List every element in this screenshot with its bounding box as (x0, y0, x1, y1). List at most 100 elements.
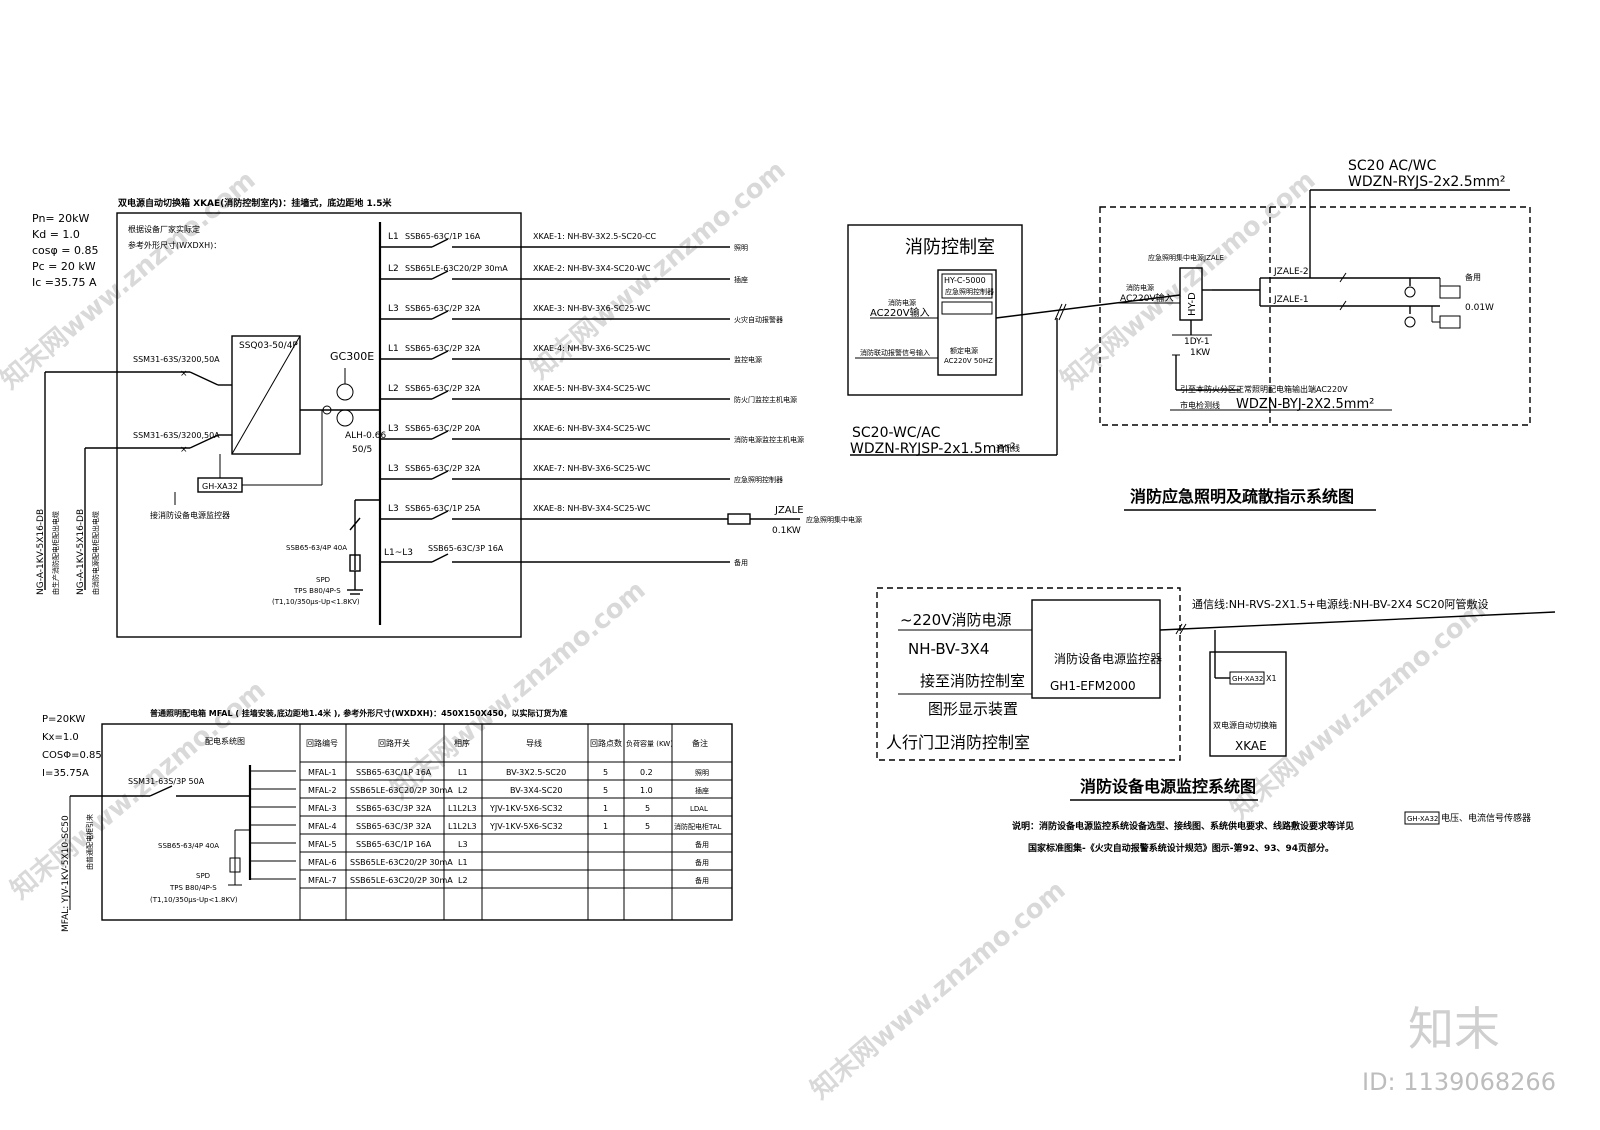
circuit-use: 消防电源监控主机电源 (734, 435, 804, 444)
watermark: 知末网www.znzmo.com (805, 875, 1071, 1105)
ct-ratio: 50/5 (352, 445, 372, 455)
left-cable-2: WDZN-RYJSP-2x1.5mm² (850, 441, 1016, 457)
linkage-label: 消防联动报警信号输入 (860, 348, 930, 357)
box-name: 双电源自动切换箱 (1213, 720, 1277, 730)
mfal-header: 导线 (526, 738, 542, 748)
bottom-cable-label: 市电检测线 (1180, 400, 1220, 410)
circuit-use: 应急照明集中电源 (806, 515, 862, 524)
table-cell: 5 (603, 768, 608, 777)
legend-tag-label: GH-XA32 (1407, 815, 1438, 823)
table-cell: MFAL-5 (308, 840, 337, 849)
circuit-phase: L1~L3 (384, 548, 413, 558)
watermark-logo: 知末 (1408, 1002, 1500, 1056)
mfal-feeder-note: 由普通配电柜引来 (85, 814, 94, 870)
table-cell: YJV-1KV-5X6-SC32 (489, 804, 563, 813)
circuit-breaker: SSB65-63C/1P 16A (405, 232, 481, 241)
table-cell: 消防配电柜TAL (674, 822, 722, 831)
jzale-label: JZALE (774, 505, 804, 516)
xkae-param: Pn= 20kW (32, 212, 89, 225)
mfal-table (101, 723, 733, 921)
circuit-phase: L3 (388, 304, 399, 314)
table-cell: 1 (603, 804, 608, 813)
table-cell: SSB65-63C/3P 32A (356, 804, 432, 813)
table-cell: SSB65-63C/3P 32A (356, 822, 432, 831)
mfal-spd-label: SPD (196, 872, 210, 880)
table-cell: 5 (645, 804, 650, 813)
dy-power: 1KW (1190, 348, 1210, 358)
table-cell: 备用 (695, 858, 709, 867)
jzale-title: 应急照明集中电源JZALE (1148, 253, 1224, 262)
monitor-note: 接消防设备电源监控器 (150, 510, 230, 520)
circuit-use: 监控电源 (734, 355, 762, 364)
mfal-param: Kx=1.0 (42, 732, 79, 743)
connect-label: 接至消防控制室 (920, 672, 1025, 690)
spd-spec: (T1,10/350μs-Up<1.8KV) (272, 598, 360, 606)
circuit-breaker: SSB65-63C/3P 16A (428, 544, 504, 553)
circuit-cable: XKAE-4: NH-BV-3X6-SC25-WC (533, 344, 651, 353)
circuit-cable: XKAE-5: NH-BV-3X4-SC25-WC (533, 384, 651, 393)
circuit-use: 应急照明控制器 (734, 475, 783, 484)
controller-rating-value: AC220V 50HZ (944, 357, 993, 365)
circuit-use: 插座 (734, 275, 748, 284)
feeder-left-1: NG-A-1KV-5X16-DB (36, 509, 46, 595)
xkae-param: Kd = 1.0 (32, 228, 80, 241)
xkae-diagram: 双电源自动切换箱 XKAE(消防控制室内)：挂墙式，底边距地 1.5米 根据设备… (32, 197, 862, 638)
table-cell: SSB65LE-63C20/2P 30mA (350, 876, 453, 885)
lighting-system: 消防控制室 HY-C-5000 应急照明控制器 额定电源 AC220V 50HZ… (847, 158, 1531, 511)
circuit-cable: XKAE-8: NH-BV-3X4-SC25-WC (533, 504, 651, 513)
mfal-feeder: MFAL: YJV-1KV-5X10-SC50 (61, 815, 71, 932)
control-room-label: 消防控制室 (905, 237, 995, 258)
table-cell: 插座 (695, 786, 709, 795)
circuit-phase: L3 (388, 424, 399, 434)
circuit-cable: XKAE-3: NH-BV-3X6-SC25-WC (533, 304, 651, 313)
circuit-cable: XKAE-7: NH-BV-3X6-SC25-WC (533, 464, 651, 473)
feeder-left-2-note: 由消防电源配电柜配出电缆 (91, 511, 100, 595)
gh-xa32-tag (1229, 671, 1265, 685)
controller-model: HY-C-5000 (944, 276, 986, 285)
lamp-icon (1404, 316, 1416, 328)
mfal-main-breaker: SSM31-63S/3P 50A (128, 777, 205, 786)
mfal-header: 备注 (692, 738, 708, 748)
controller-rating: 额定电源 (950, 346, 978, 355)
mfal-header: 回路开关 (378, 738, 410, 748)
jzale-area (1099, 206, 1531, 426)
mfal-rows: MFAL-1 SSB65-63C/1P 16A L1 BV-3X2.5-SC20… (308, 768, 722, 885)
table-cell: MFAL-2 (308, 786, 337, 795)
table-cell: L3 (458, 840, 468, 849)
xkae-note-2: 参考外形尺寸(WXDXH)： (128, 240, 221, 250)
jzale-power: 0.1KW (772, 526, 801, 536)
lamp-icon (1404, 286, 1416, 298)
top-cable-2: WDZN-RYJS-2x2.5mm² (1348, 174, 1506, 190)
supply-cable: NH-BV-3X4 (908, 640, 989, 658)
mfal-param: P=20KW (42, 714, 85, 725)
spd-model: TPS B80/4P-S (293, 587, 341, 595)
monitor-model: GH1-EFM2000 (1050, 679, 1136, 693)
table-cell: L1L2L3 (448, 804, 477, 813)
efm2000-monitor (1031, 599, 1161, 699)
exit-sign-icon (1439, 285, 1461, 299)
power-in-label: 消防电源 (888, 298, 916, 307)
xkae-note-1: 根据设备厂家实际定 (128, 224, 200, 234)
circuit-cable: XKAE-2: NH-BV-3X4-SC20-WC (533, 264, 651, 273)
circuit-cable: XKAE-6: NH-BV-3X4-SC25-WC (533, 424, 651, 433)
controller-sub: 应急照明控制器 (945, 287, 994, 296)
table-cell: BV-3X2.5-SC20 (506, 768, 566, 777)
watermark-layer: 知末网www.znzmo.com 知末网www.znzmo.com 知末网www… (0, 155, 1556, 1105)
circuit-list: L1 SSB65-63C/1P 16A XKAE-1: NH-BV-3X2.5-… (380, 232, 862, 567)
comm-cable: 通信线:NH-RVS-2X1.5+电源线:NH-BV-2X4 SC20阿管敷设 (1192, 597, 1488, 611)
svg-text:×: × (180, 369, 188, 379)
power-in: AC220V输入 (870, 306, 930, 319)
table-cell: MFAL-4 (308, 822, 337, 831)
mfal-spd-model: TPS B80/4P-S (169, 884, 217, 892)
monitor-name: 消防设备电源监控器 (1054, 651, 1162, 666)
circuit-breaker: SSB65-63C/2P 32A (405, 304, 481, 313)
mfal-header: 相序 (454, 738, 470, 748)
sensor-label: GH-XA32 (1232, 675, 1263, 683)
note-line-1: 说明：消防设备电源监控系统设备选型、接线图、系统供电要求、线路敷设要求等详见 (1012, 820, 1354, 832)
circuit-breaker: SSB65-63C/1P 25A (405, 504, 481, 513)
circuit-phase: L3 (388, 504, 399, 514)
table-cell: SSB65LE-63C20/2P 30mA (350, 786, 453, 795)
spare-label: 备用 (1465, 272, 1481, 282)
ats-switch (231, 335, 301, 455)
table-cell: 1.0 (640, 786, 653, 795)
